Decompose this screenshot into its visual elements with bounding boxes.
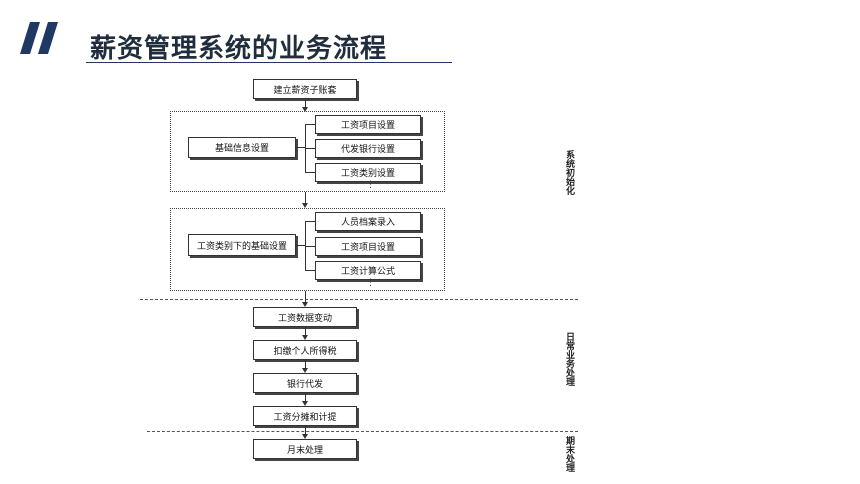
connector: [305, 221, 306, 270]
connector: [305, 192, 306, 205]
page-title: 薪资管理系统的业务流程: [90, 34, 388, 64]
phase-separator: [140, 299, 578, 300]
connector: [305, 172, 315, 173]
category-child-box: 人员档案录入: [315, 212, 421, 231]
daily-step-box: 银行代发: [253, 373, 357, 393]
connector: [305, 327, 306, 337]
connector: [305, 426, 306, 436]
daily-step-box: 工资分摊和计提: [253, 406, 357, 426]
connector: [305, 99, 306, 110]
more-items-ellipsis: ⋮: [366, 180, 375, 190]
arrow-down: [302, 203, 308, 208]
connector: [305, 270, 315, 271]
arrow-down: [302, 302, 308, 307]
connector: [305, 124, 315, 125]
arrow-down: [302, 335, 308, 340]
connector: [296, 147, 305, 148]
arrow-down: [302, 401, 308, 406]
connector: [296, 245, 305, 246]
daily-step-box: 工资数据变动: [253, 307, 357, 327]
phase-label-daily: 日常业务处理: [564, 332, 574, 386]
init-child-box: 工资类别设置: [315, 163, 421, 182]
phase-label-period-end: 期末处理: [564, 436, 574, 472]
arrow-down: [302, 368, 308, 373]
title-underline: [86, 62, 452, 63]
connector: [305, 221, 315, 222]
connector: [305, 291, 306, 304]
connector: [305, 148, 315, 149]
category-child-box: 工资计算公式: [315, 261, 421, 280]
init-parent-box: 基础信息设置: [188, 137, 296, 158]
daily-step-box: 扣缴个人所得税: [253, 340, 357, 360]
phase-separator: [147, 431, 578, 432]
category-child-box: 工资项目设置: [315, 237, 421, 256]
period-end-box: 月末处理: [253, 439, 357, 459]
category-group-frame: [170, 208, 445, 291]
connector: [305, 393, 306, 403]
logo-slashes-icon: [20, 22, 58, 54]
init-child-box: 工资项目设置: [315, 115, 421, 134]
arrow-down: [302, 107, 308, 112]
category-parent-box: 工资类别下的基础设置: [188, 234, 296, 256]
arrow-down: [302, 434, 308, 439]
init-child-box: 代发银行设置: [315, 139, 421, 158]
more-items-ellipsis: ⋮: [366, 278, 375, 288]
connector: [305, 360, 306, 370]
phase-label-init: 系统初始化: [564, 150, 574, 195]
connector: [305, 246, 315, 247]
init-group-frame: [170, 111, 445, 192]
step-create-salary-account: 建立薪资子账套: [253, 79, 357, 99]
